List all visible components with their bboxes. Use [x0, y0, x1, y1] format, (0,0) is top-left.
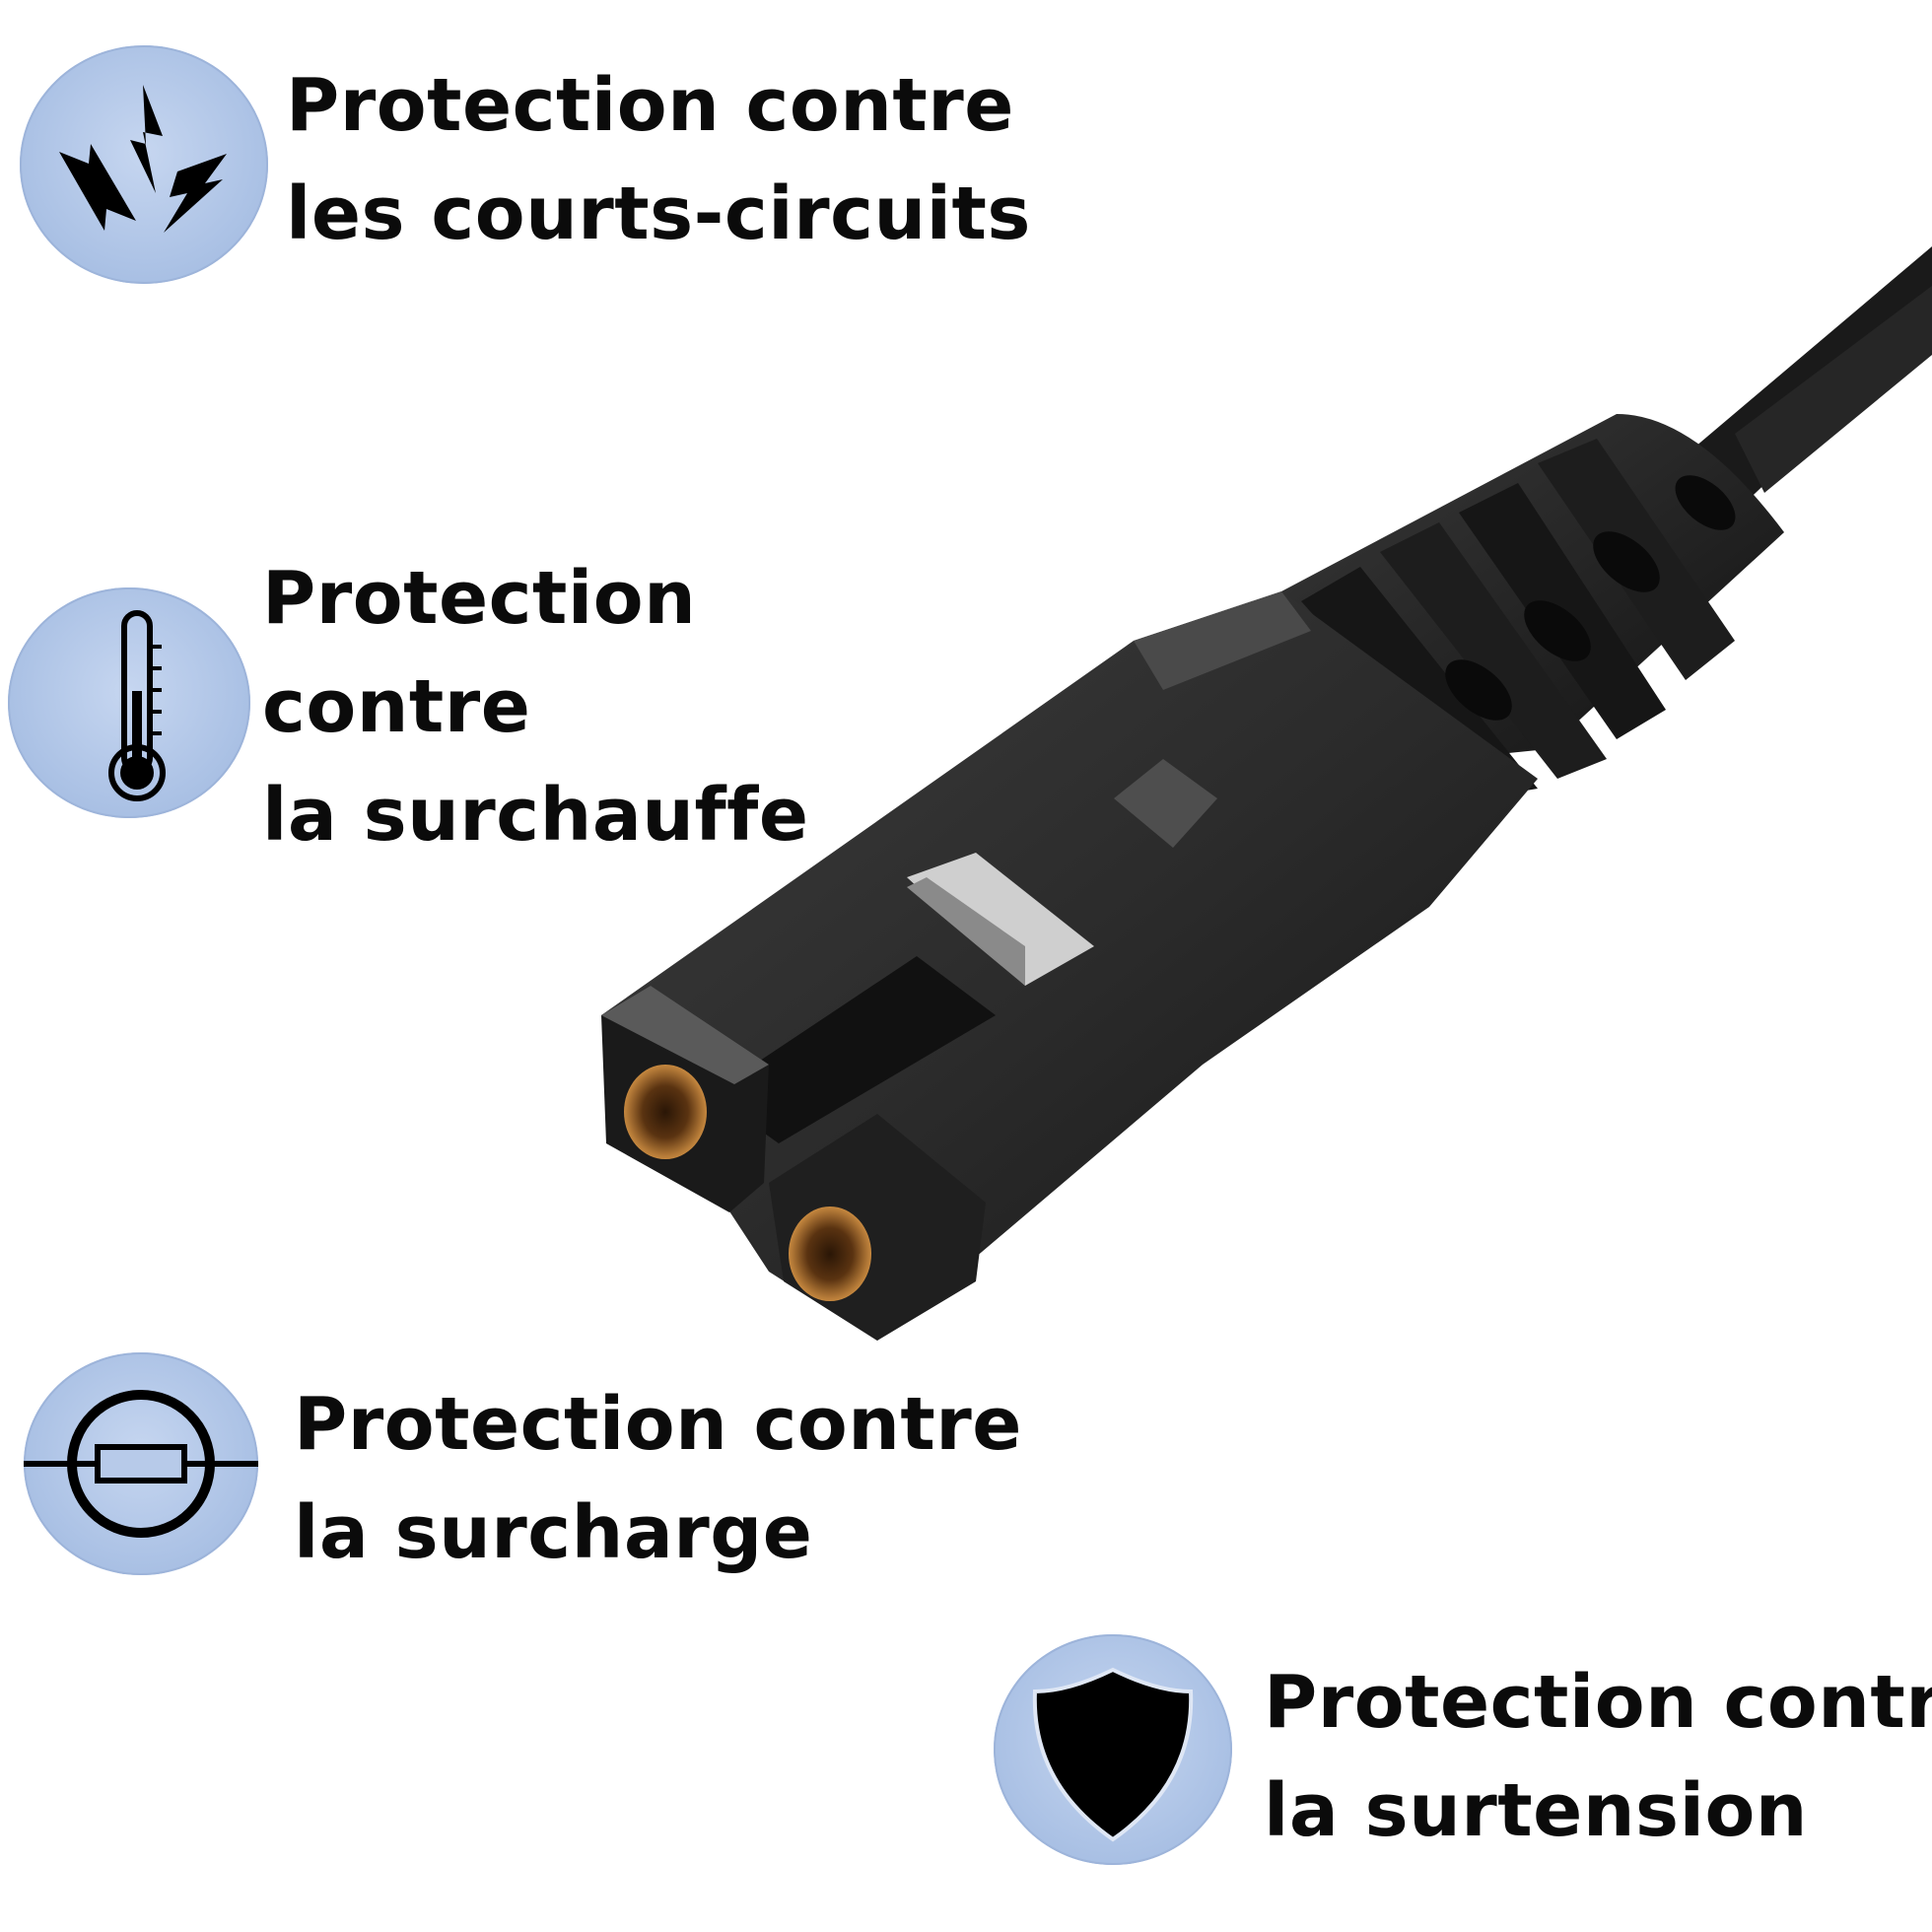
feature-label-short-circuit: Protection contre les courts-circuits: [286, 63, 1031, 256]
feature-icon-short-circuit: [20, 45, 268, 284]
feature-label-overheat: Protection contre la surchauffe: [262, 556, 809, 858]
lightning-bolts-icon: [59, 85, 227, 233]
thermometer-icon: [108, 610, 166, 801]
feature-label-overload: Protection contre la surcharge: [294, 1382, 1022, 1575]
feature-label-overvoltage: Protection contre la surtension: [1264, 1660, 1932, 1853]
cable: [1676, 246, 1932, 513]
fuse-icon: [24, 1390, 258, 1538]
feature-icon-overload: [24, 1352, 258, 1575]
socket-right: [769, 1114, 986, 1341]
feature-icon-overheat: [8, 587, 250, 818]
strain-relief: [1281, 414, 1784, 798]
feature-icon-overvoltage: [994, 1634, 1232, 1865]
socket-left: [601, 986, 769, 1212]
shield-icon: [1032, 1667, 1194, 1842]
